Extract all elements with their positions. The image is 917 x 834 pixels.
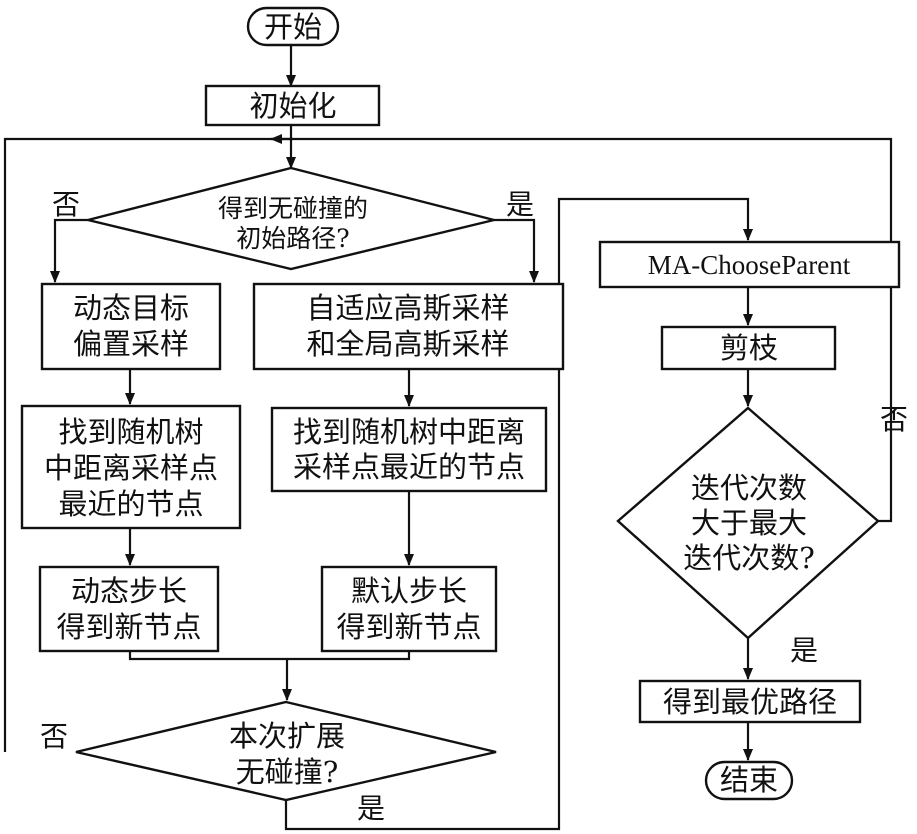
check-collision-line-1: 本次扩展 (229, 719, 345, 753)
choose-parent-label: MA-ChooseParent (648, 250, 851, 280)
nearest-left-box (20, 404, 242, 530)
dynamic-sampling-line-1: 动态目标 (73, 291, 189, 325)
dynamic-sampling-box (40, 282, 222, 371)
init-label: 初始化 (249, 89, 336, 123)
optimal-path-box (638, 679, 862, 724)
default-step-box (320, 565, 498, 653)
dynamic-sampling-line-2: 偏置采样 (73, 327, 189, 361)
end-label: 结束 (720, 763, 778, 797)
nearest-right-line-2: 采样点最近的节点 (293, 450, 525, 484)
choose-parent-box (598, 240, 901, 289)
iter-no-label: 否 (880, 403, 908, 436)
check-iter-line-2: 大于最大 (691, 506, 807, 540)
gaussian-sampling-box (252, 282, 565, 371)
end-terminal (704, 760, 794, 801)
collision-yes-label: 是 (357, 792, 385, 825)
check-collision-diamond (75, 700, 497, 802)
nearest-left-line-1: 找到随机树 (58, 415, 203, 449)
edge-collision-yes (284, 197, 753, 831)
iter-yes-label: 是 (790, 634, 818, 667)
optimal-path-label: 得到最优路径 (663, 685, 837, 719)
init-box (204, 84, 381, 127)
default-step-line-2: 得到新节点 (336, 610, 481, 644)
edge-path-no (50, 218, 88, 283)
dynamic-step-line-2: 得到新节点 (56, 610, 201, 644)
check-path-diamond (87, 166, 495, 271)
connectors (3, 45, 893, 831)
edge-loop-border (3, 137, 893, 752)
node-texts: 开始 初始化 得到无碰撞的 初始路径? 动态目标 偏置采样 自适应高斯采样 和全… (44, 10, 851, 797)
path-yes-label: 是 (506, 188, 534, 221)
start-label: 开始 (264, 10, 322, 44)
prune-label: 剪枝 (720, 331, 778, 365)
check-iter-diamond (616, 406, 880, 640)
default-step-line-1: 默认步长 (351, 574, 467, 608)
prune-box (660, 325, 837, 371)
dynamic-step-box (38, 565, 220, 653)
check-path-line-2: 初始路径? (236, 224, 349, 253)
shapes (20, 6, 901, 802)
start-terminal (246, 6, 340, 47)
edge-merge (128, 651, 411, 661)
check-iter-line-3: 迭代次数? (683, 541, 815, 575)
gaussian-sampling-line-1: 自适应高斯采样 (306, 291, 509, 325)
path-no-label: 否 (52, 188, 80, 221)
edge-labels: 否 是 否 是 否 是 (40, 188, 908, 825)
nearest-right-line-1: 找到随机树中距离 (293, 415, 525, 449)
check-path-line-1: 得到无碰撞的 (218, 194, 368, 223)
dynamic-step-line-1: 动态步长 (71, 574, 187, 608)
nearest-right-box (270, 406, 548, 493)
nearest-left-line-3: 最近的节点 (58, 487, 203, 521)
collision-no-label: 否 (40, 720, 68, 753)
edge-path-yes (494, 218, 539, 283)
nearest-left-line-2: 中距离采样点 (44, 451, 218, 485)
check-collision-line-2: 无碰撞? (236, 755, 339, 789)
check-iter-line-1: 迭代次数 (691, 471, 807, 505)
gaussian-sampling-line-2: 和全局高斯采样 (306, 327, 509, 361)
